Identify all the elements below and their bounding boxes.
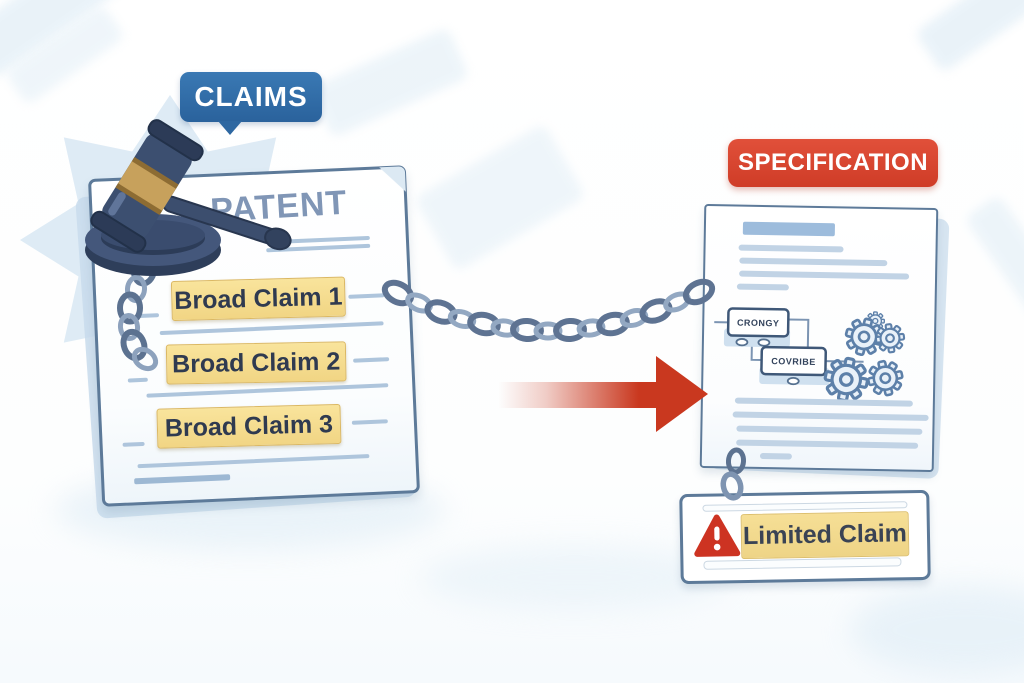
broad-claim-3-label: Broad Claim 3 xyxy=(164,409,334,443)
spec-text-line xyxy=(736,425,923,435)
claims-badge-tail xyxy=(218,121,242,135)
arrow-shaft xyxy=(498,382,658,408)
ruled-line xyxy=(127,377,148,383)
flowchart: CRONGY COVRIBE xyxy=(714,307,864,386)
claims-badge-label: CLAIMS xyxy=(194,81,308,112)
spec-text-line xyxy=(759,452,792,460)
spec-text-line xyxy=(736,283,789,291)
flowchart-node-2-label: COVRIBE xyxy=(771,356,816,367)
specification-badge: SPECIFICATION xyxy=(728,139,938,187)
flowchart-connector xyxy=(788,318,810,348)
flowchart-node-2 xyxy=(760,345,828,377)
background-wash xyxy=(420,545,730,610)
flowchart-node-1 xyxy=(726,307,790,338)
spec-text-line xyxy=(739,270,910,280)
ruled-line xyxy=(137,454,370,469)
limited-claim-highlight: Limited Claim xyxy=(740,511,910,560)
background-wash xyxy=(413,123,587,272)
specification-document: CRONGY COVRIBE xyxy=(699,203,939,473)
spec-text-line xyxy=(739,257,888,267)
spec-header-bar xyxy=(742,221,836,237)
ruled-line xyxy=(353,357,390,363)
limited-claim-card: Limited Claim xyxy=(679,489,931,585)
flowchart-node-1-label: CRONGY xyxy=(737,318,780,329)
warning-triangle-icon xyxy=(694,514,741,557)
background-wash xyxy=(850,585,1024,675)
spec-text-line xyxy=(738,244,844,253)
flowchart-port xyxy=(786,376,800,386)
broad-claim-2: Broad Claim 2 xyxy=(165,341,347,385)
limited-claim-label: Limited Claim xyxy=(742,519,908,551)
chain-main xyxy=(381,278,716,343)
ruled-line xyxy=(146,383,389,398)
specification-badge-label: SPECIFICATION xyxy=(737,149,929,176)
background-wash xyxy=(914,0,1024,74)
ruled-line xyxy=(159,321,384,336)
broad-claim-3: Broad Claim 3 xyxy=(156,403,342,449)
ruled-line xyxy=(134,474,231,485)
spec-text-line xyxy=(736,439,919,449)
claims-badge: CLAIMS xyxy=(180,72,322,135)
flowchart-port xyxy=(735,338,749,347)
card-slot-line xyxy=(702,501,908,512)
background-wash xyxy=(964,194,1024,358)
flowchart-port xyxy=(757,338,771,347)
ruled-line xyxy=(351,419,388,425)
page-curl xyxy=(378,166,406,194)
ruled-line xyxy=(122,441,145,447)
gear-icon xyxy=(820,311,907,406)
background-wash xyxy=(310,26,470,139)
ruled-line xyxy=(348,293,385,299)
gavel-icon xyxy=(85,119,292,276)
broad-claim-2-label: Broad Claim 2 xyxy=(171,346,341,378)
arrow-head xyxy=(656,356,708,432)
